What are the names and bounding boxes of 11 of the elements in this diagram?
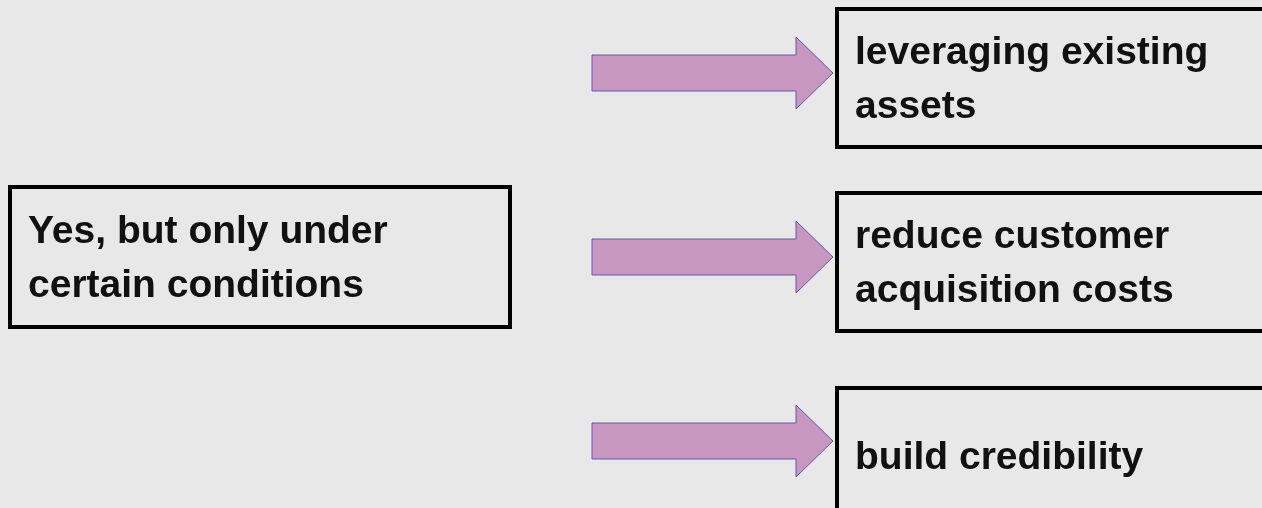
text-box xyxy=(835,191,1262,333)
box-text: reduce customer acquisition costs xyxy=(855,212,1175,312)
block-arrow xyxy=(591,220,834,294)
block-arrow xyxy=(591,404,834,478)
box-text: Yes, but only under certain conditions xyxy=(28,207,389,307)
text-box xyxy=(835,386,1262,508)
text-box xyxy=(835,7,1262,149)
box-text: leveraging existing assets xyxy=(855,28,1210,128)
text-box xyxy=(8,185,512,329)
block-arrow xyxy=(591,36,834,110)
box-text: build credibility xyxy=(855,433,1144,479)
